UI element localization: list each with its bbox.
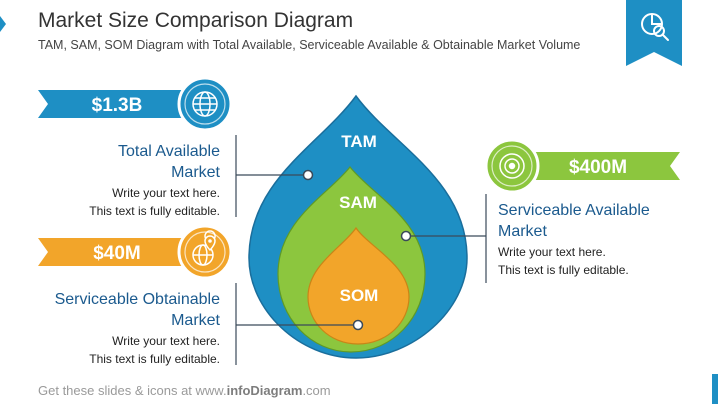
som-value-ribbon: $40M — [38, 238, 205, 266]
sam-connector-dot — [400, 230, 412, 242]
tam-heading: Total Available Market — [118, 143, 220, 181]
tam-connector-dot — [302, 169, 314, 181]
tam-value-ribbon: $1.3B — [38, 90, 205, 118]
som-connector-dot — [352, 319, 364, 331]
tam-body-text: Write your text here. This text is fully… — [89, 186, 220, 218]
sam-value-ribbon: $400M — [512, 152, 680, 180]
globe-pin-icon — [177, 224, 233, 280]
som-drop-label: SOM — [340, 286, 379, 305]
tam-value: $1.3B — [92, 95, 143, 116]
sam-description: Serviceable Available Market Write your … — [498, 200, 698, 279]
som-description: Serviceable Obtainable Market Write your… — [20, 289, 220, 368]
footer-credit[interactable]: Get these slides & icons at www.infoDiag… — [38, 383, 331, 398]
corner-accent-bar — [712, 374, 718, 404]
bookmark-badge — [626, 0, 682, 66]
sam-value: $400M — [569, 157, 627, 178]
sam-body-text: Write your text here. This text is fully… — [498, 245, 629, 277]
tam-description: Total Available Market Write your text h… — [40, 141, 220, 220]
som-heading: Serviceable Obtainable Market — [54, 291, 220, 329]
globe-icon — [177, 76, 233, 132]
som-drop — [307, 226, 410, 345]
title-accent-marker — [0, 16, 6, 32]
som-body-text: Write your text here. This text is fully… — [89, 334, 220, 366]
sam-heading: Serviceable Available Market — [498, 202, 650, 240]
pie-chart-magnifier-icon — [641, 13, 669, 41]
page-subtitle: TAM, SAM, SOM Diagram with Total Availab… — [38, 38, 581, 52]
som-value: $40M — [93, 243, 141, 264]
connector-lines — [235, 135, 487, 365]
page-title: Market Size Comparison Diagram — [38, 9, 354, 32]
target-icon — [484, 138, 540, 194]
tam-drop-label: TAM — [341, 132, 377, 151]
sam-drop-label: SAM — [339, 193, 377, 212]
